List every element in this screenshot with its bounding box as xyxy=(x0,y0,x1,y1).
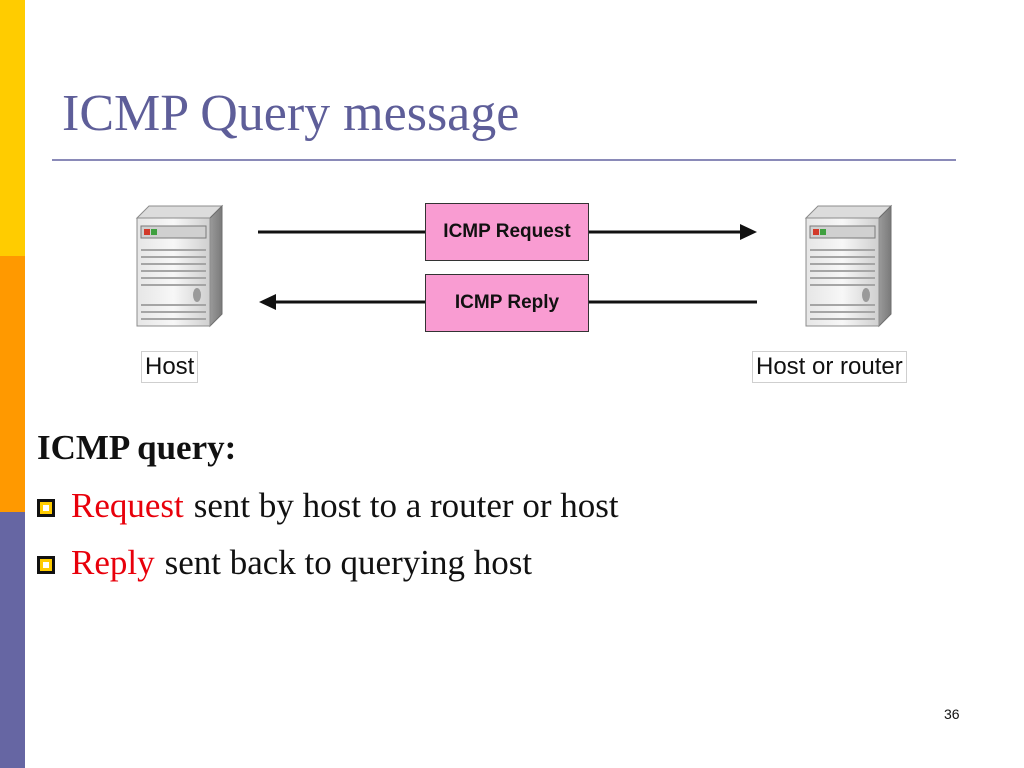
host-or-router-label: Host or router xyxy=(752,351,907,383)
page-number: 36 xyxy=(944,706,960,722)
bullet-text: sent back to querying host xyxy=(164,543,533,582)
bullet-text: sent by host to a router or host xyxy=(193,486,619,525)
reply-arrow xyxy=(259,294,757,310)
bullet-highlight: Request xyxy=(71,486,184,525)
diagram-canvas xyxy=(135,204,893,328)
bullet-item: Request sent by host to a router or host xyxy=(37,486,619,526)
icmp-reply-box: ICMP Reply xyxy=(425,274,589,332)
accent-bar-yellow xyxy=(0,0,25,256)
slide-title: ICMP Query message xyxy=(62,85,520,142)
server-icon xyxy=(804,204,893,328)
bullet-highlight: Reply xyxy=(71,543,155,582)
accent-bar-orange xyxy=(0,256,25,512)
request-arrow xyxy=(258,224,757,240)
square-bullet-icon xyxy=(37,556,55,574)
icmp-request-label: ICMP Request xyxy=(443,221,571,242)
icmp-reply-label: ICMP Reply xyxy=(454,292,560,313)
host-label: Host xyxy=(141,351,199,383)
accent-bar-purple xyxy=(0,512,25,768)
icmp-request-box: ICMP Request xyxy=(425,203,589,261)
bullet-item: Reply sent back to querying host xyxy=(37,543,532,583)
icmp-diagram: ICMP Request ICMP Reply Host Host or rou… xyxy=(135,203,907,383)
square-bullet-icon xyxy=(37,499,55,517)
body-heading: ICMP query: xyxy=(37,428,237,467)
server-icon xyxy=(135,204,224,328)
title-divider xyxy=(52,159,956,161)
